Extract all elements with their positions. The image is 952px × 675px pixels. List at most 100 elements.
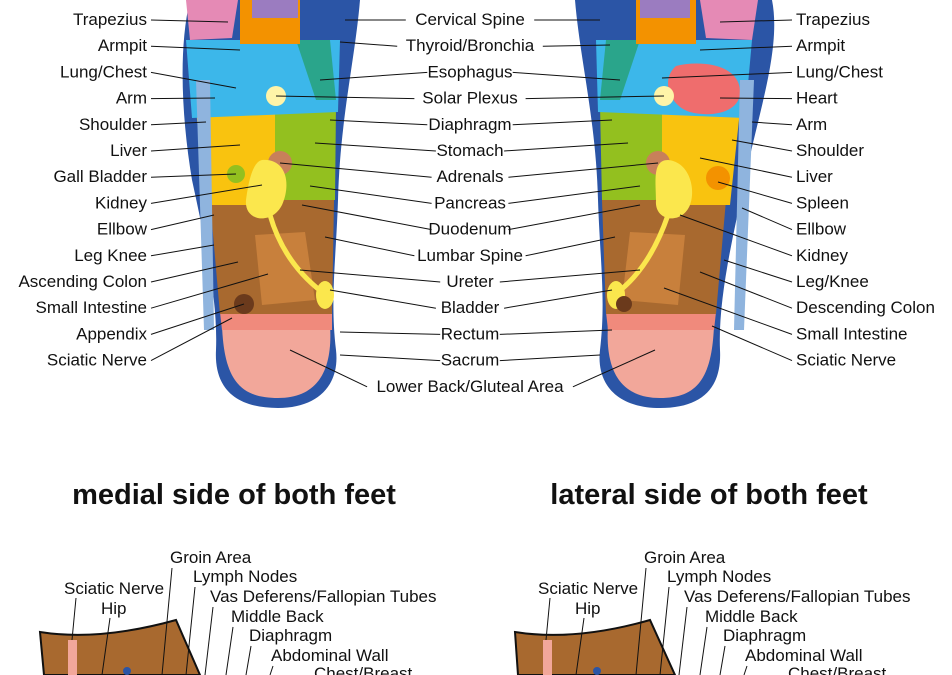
right-leader	[661, 71, 793, 79]
right-rectum-band	[606, 312, 716, 330]
center-leader-right	[499, 329, 613, 335]
right-label: Kidney	[796, 246, 848, 265]
center-leader-right	[504, 142, 629, 152]
left-leader	[150, 244, 215, 257]
center-leader-left	[324, 236, 415, 257]
medial-label: Chest/Breast	[314, 664, 413, 675]
left-label: Ascending Colon	[18, 272, 147, 291]
left-label: Ellbow	[97, 220, 148, 239]
medial-foot-shape	[38, 618, 202, 675]
medial-label: Diaphragm	[249, 626, 332, 645]
medial-leader	[185, 586, 196, 675]
lateral-leader	[575, 617, 585, 675]
right-spleen-dot	[706, 166, 730, 190]
center-label: Stomach	[436, 141, 503, 160]
left-label: Appendix	[76, 324, 147, 343]
medial-label: Sciatic Nerve	[64, 579, 164, 598]
center-label: Diaphragm	[428, 115, 511, 134]
lateral-label: Abdominal Wall	[745, 646, 862, 665]
right-label: Liver	[796, 167, 833, 186]
lateral-leader	[743, 665, 748, 675]
lateral-label: Vas Deferens/Fallopian Tubes	[684, 587, 910, 606]
right-label: Heart	[796, 89, 838, 108]
right-label: Arm	[796, 115, 827, 134]
left-label: Arm	[116, 89, 147, 108]
right-label: Armpit	[796, 36, 845, 55]
lateral-label: Sciatic Nerve	[538, 579, 638, 598]
medial-leader	[269, 665, 274, 675]
right-label: Spleen	[796, 193, 849, 212]
left-leader	[150, 71, 237, 89]
center-label: Sacrum	[441, 351, 500, 370]
left-label: Liver	[110, 141, 147, 160]
lateral-label: Middle Back	[705, 607, 798, 626]
left-leader	[150, 214, 215, 231]
lateral-label: Chest/Breast	[788, 664, 887, 675]
left-rectum-band	[220, 312, 332, 330]
left-label: Trapezius	[73, 10, 147, 29]
center-label: Lumbar Spine	[417, 246, 523, 265]
left-leader	[150, 261, 239, 283]
left-label: Gall Bladder	[53, 167, 147, 186]
left-label: Lung/Chest	[60, 62, 147, 81]
lateral-leader	[659, 586, 670, 675]
lateral-leader	[678, 606, 688, 675]
lateral-title: lateral side of both feet	[550, 479, 868, 511]
left-leader	[150, 97, 216, 100]
left-heel-zone	[222, 325, 331, 398]
center-leader-left	[314, 142, 436, 152]
medial-label: Lymph Nodes	[193, 567, 297, 586]
center-leader-left	[339, 354, 441, 362]
right-leader	[663, 287, 793, 335]
center-label: Thyroid/Bronchia	[406, 36, 535, 55]
lateral-leader	[699, 626, 708, 675]
lateral-foot-view	[513, 618, 677, 675]
medial-label: Groin Area	[170, 548, 252, 567]
medial-lymph-dot	[123, 667, 131, 675]
left-toe-pink	[186, 0, 238, 40]
center-leader-left	[301, 204, 432, 231]
left-intestine-inner	[255, 232, 315, 305]
medial-leader	[225, 626, 234, 675]
right-leader	[719, 97, 793, 100]
medial-label: Hip	[101, 599, 127, 618]
center-leader-right	[512, 119, 613, 126]
center-leader-left	[309, 185, 432, 204]
center-label: Esophagus	[427, 62, 512, 81]
left-leader	[150, 317, 233, 362]
center-label: Adrenals	[436, 167, 503, 186]
medial-title: medial side of both feet	[72, 479, 396, 511]
left-stomach-zone	[272, 105, 336, 200]
left-leader	[150, 303, 245, 335]
center-leader-right	[525, 236, 616, 257]
center-leader-left	[339, 41, 398, 47]
center-label: Duodenum	[428, 220, 511, 239]
right-kidney	[655, 160, 693, 219]
center-leader-left	[275, 95, 415, 100]
lateral-leader	[545, 597, 551, 641]
center-leader-left	[319, 71, 428, 81]
right-label: Small Intestine	[796, 324, 908, 343]
right-leader	[723, 259, 793, 283]
left-label: Small Intestine	[36, 298, 148, 317]
lateral-leader	[719, 645, 726, 675]
left-leader	[150, 45, 241, 51]
center-leader-left	[279, 162, 432, 178]
lateral-foot-shape	[513, 618, 677, 675]
center-label: Rectum	[441, 324, 500, 343]
left-head-zone	[252, 0, 298, 18]
right-stomach-zone	[600, 105, 664, 200]
left-kidney	[245, 159, 287, 219]
left-edge-light	[196, 80, 214, 330]
center-label: Ureter	[446, 272, 494, 291]
left-leader	[150, 144, 241, 152]
center-label: Lower Back/Gluteal Area	[376, 377, 564, 396]
medial-leader	[204, 606, 214, 675]
center-leader-right	[499, 269, 641, 283]
right-leader	[717, 181, 793, 204]
center-leader-right	[572, 349, 656, 388]
right-leader	[699, 271, 793, 309]
left-foot	[182, 0, 360, 408]
right-intestine-inner	[622, 232, 685, 305]
